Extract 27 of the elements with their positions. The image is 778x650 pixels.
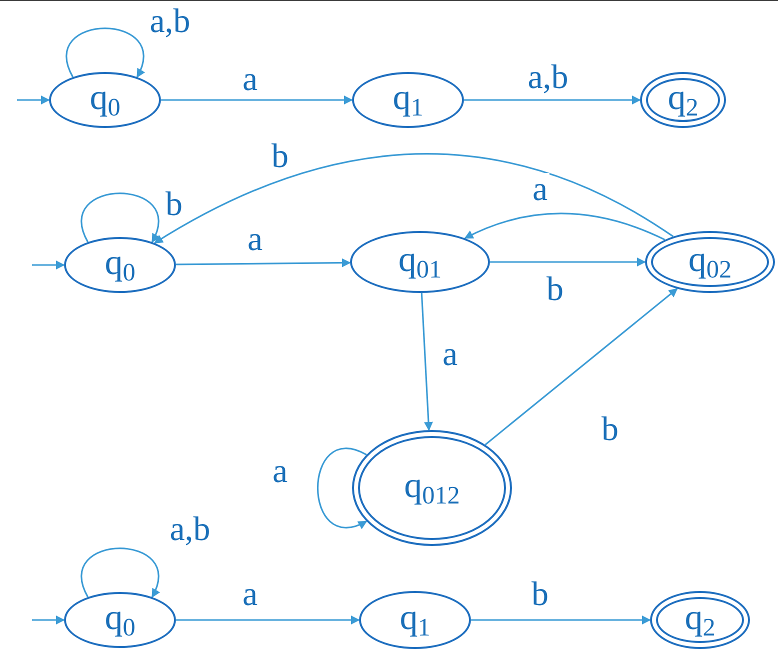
start-arrow (17, 96, 50, 104)
transition-arrow (464, 96, 641, 104)
transition-arrow (490, 258, 646, 266)
transition-arrow (464, 212, 666, 240)
self-loop-arrow (317, 448, 368, 528)
state-label: q$_{2}$ (684, 599, 716, 641)
transition-arrow (471, 616, 651, 624)
start-arrow (32, 616, 65, 624)
transition-arrow (420, 292, 433, 431)
transition-arrow (154, 153, 674, 244)
self-loop-arrow (66, 28, 144, 78)
state-label: q$_{01}$ (398, 241, 442, 283)
state-label: q$_{1}$ (392, 79, 424, 121)
state-label: q$_{02}$ (688, 241, 732, 283)
state-label: q$_{0}$ (104, 599, 136, 641)
transition-arrow (161, 96, 353, 104)
self-loop-arrow (81, 192, 160, 243)
start-arrow (32, 260, 65, 270)
transition-arrow (484, 288, 678, 446)
state-label: q$_{1}$ (400, 599, 430, 641)
state-label: q$_{012}$ (404, 467, 460, 509)
transition-arrow (176, 258, 351, 268)
state-label: q$_{0}$ (104, 244, 136, 286)
state-label: q$_{2}$ (668, 79, 698, 121)
state-label: q$_{0}$ (90, 79, 120, 121)
transition-arrow (176, 616, 360, 624)
self-loop-arrow (81, 548, 160, 598)
